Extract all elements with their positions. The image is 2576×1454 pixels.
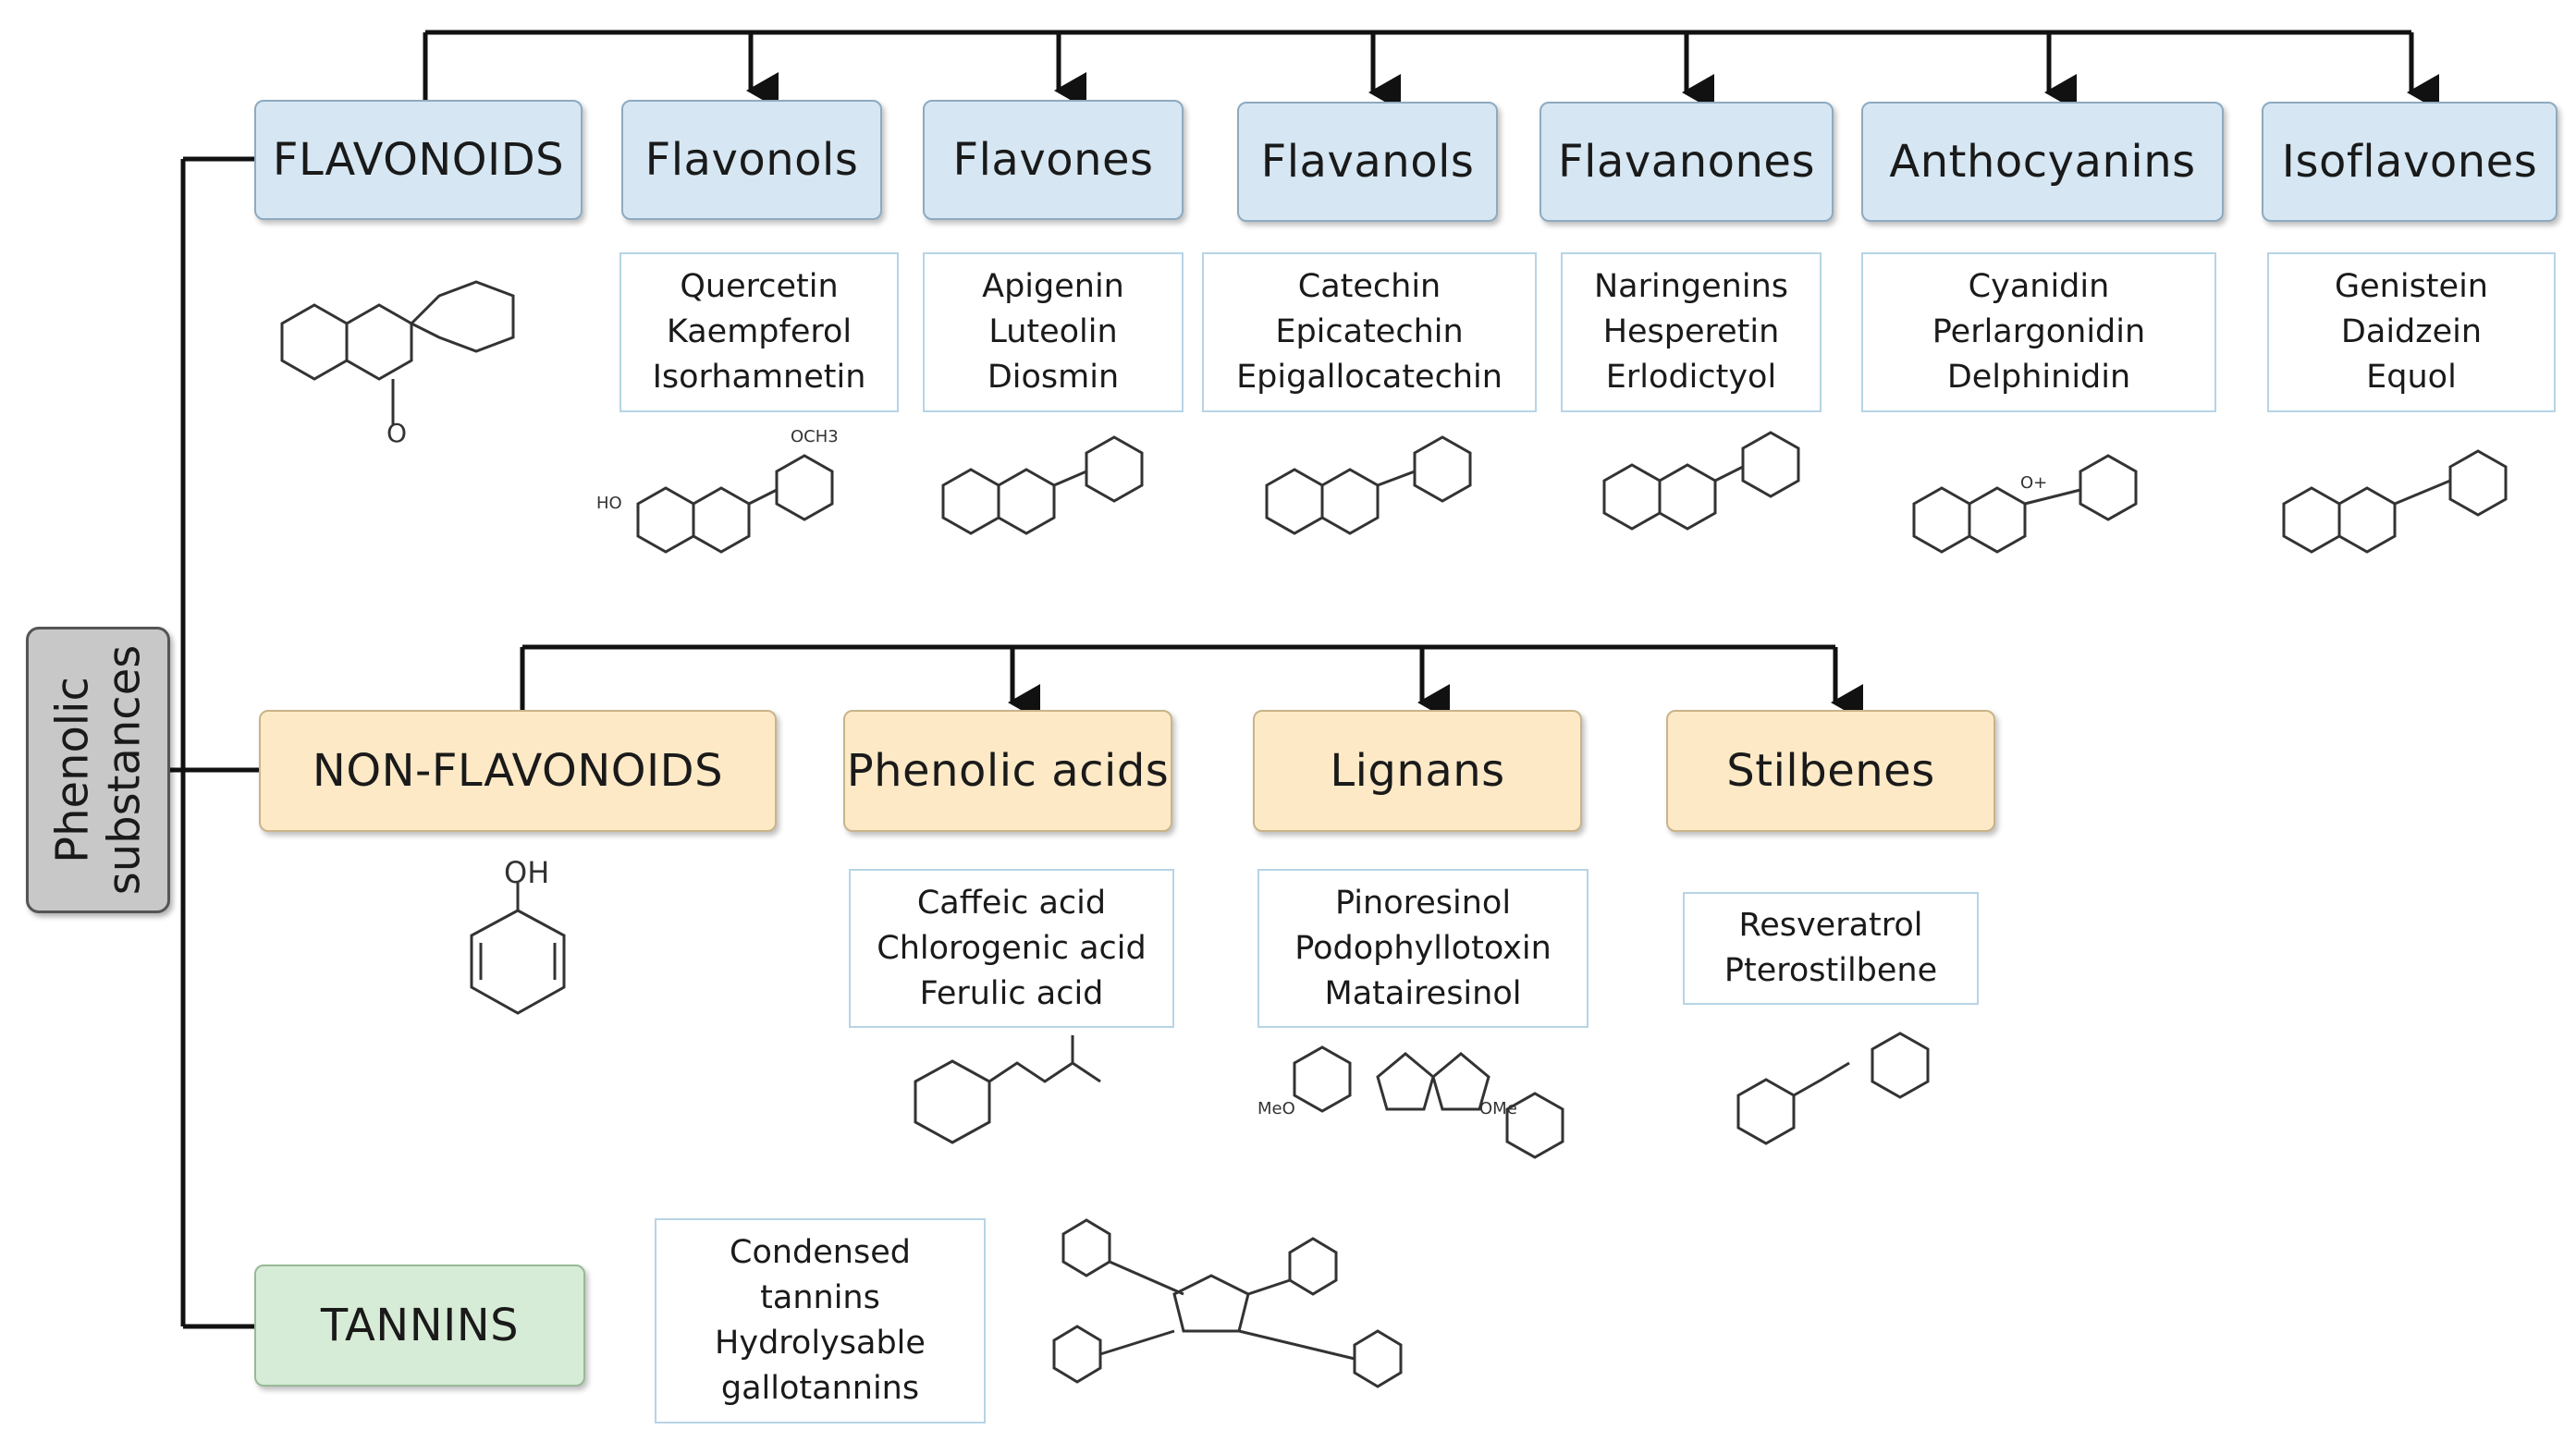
tannins-box: TANNINS — [254, 1265, 585, 1387]
compound-isorhamnetin: Isorhamnetin — [652, 359, 866, 396]
flavanols-compounds: Catechin Epicatechin Epigallocatechin — [1202, 252, 1537, 412]
root-label-line1: Phenolic — [46, 677, 98, 863]
compound-perlargonidin: Perlargonidin — [1932, 313, 2146, 350]
flavones-compounds: Apigenin Luteolin Diosmin — [923, 252, 1184, 412]
compound-resveratrol: Resveratrol — [1738, 907, 1923, 944]
compound-diosmin: Diosmin — [987, 359, 1120, 396]
compound-ferulic-acid: Ferulic acid — [919, 974, 1104, 1012]
compound-luteolin: Luteolin — [988, 313, 1118, 350]
flavonols-box: Flavonols — [621, 100, 882, 220]
anthocyanins-box: Anthocyanins — [1861, 102, 2224, 222]
isoflavones-box: Isoflavones — [2262, 102, 2558, 222]
compound-hydrolysable: Hydrolysable — [715, 1325, 926, 1362]
compound-quercetin: Quercetin — [680, 268, 839, 305]
compound-catechin: Catechin — [1297, 268, 1441, 305]
flavonoids-box: FLAVONOIDS — [254, 100, 583, 220]
compound-apigenin: Apigenin — [982, 268, 1124, 305]
lignans-compounds: Pinoresinol Podophyllotoxin Matairesinol — [1257, 869, 1589, 1028]
flavonols-compounds: Quercetin Kaempferol Isorhamnetin — [619, 252, 899, 412]
non-flavonoids-box: NON-FLAVONOIDS — [259, 710, 777, 832]
flavanones-compounds: Naringenins Hesperetin Erlodictyol — [1561, 252, 1822, 412]
compound-erlodictyol: Erlodictyol — [1605, 359, 1777, 396]
root-phenolic-substances: Phenolic substances — [26, 627, 170, 913]
anthocyanins-compounds: Cyanidin Perlargonidin Delphinidin — [1861, 252, 2216, 412]
compound-delphinidin: Delphinidin — [1946, 359, 2131, 396]
flavanols-box: Flavanols — [1237, 102, 1498, 222]
compound-matairesinol: Matairesinol — [1324, 974, 1522, 1012]
stilbenes-box: Stilbenes — [1666, 710, 1995, 832]
compound-naringenins: Naringenins — [1594, 268, 1788, 305]
compound-gallotannins: gallotannins — [720, 1370, 920, 1407]
compound-pinoresinol: Pinoresinol — [1334, 884, 1512, 922]
root-label-line2: substances — [98, 644, 150, 896]
isoflavones-compounds: Genistein Daidzein Equol — [2267, 252, 2556, 412]
flavones-box: Flavones — [923, 100, 1184, 220]
compound-pterostilbene: Pterostilbene — [1723, 952, 1938, 989]
phenolic-acids-compounds: Caffeic acid Chlorogenic acid Ferulic ac… — [849, 869, 1174, 1028]
compound-epicatechin: Epicatechin — [1275, 313, 1464, 350]
compound-genistein: Genistein — [2335, 268, 2488, 305]
compound-podophyllotoxin: Podophyllotoxin — [1294, 929, 1552, 967]
stilbenes-compounds: Resveratrol Pterostilbene — [1683, 892, 1979, 1005]
compound-epigallocatechin: Epigallocatechin — [1236, 359, 1503, 396]
tannins-compounds: Condensed tannins Hydrolysable gallotann… — [655, 1218, 986, 1423]
lignans-box: Lignans — [1253, 710, 1582, 832]
compound-hesperetin: Hesperetin — [1602, 313, 1780, 350]
phenolic-acids-box: Phenolic acids — [843, 710, 1172, 832]
compound-equol: Equol — [2366, 359, 2457, 396]
compound-tannins: tannins — [760, 1279, 880, 1316]
compound-kaempferol: Kaempferol — [666, 313, 853, 350]
compound-chlorogenic-acid: Chlorogenic acid — [877, 929, 1147, 967]
compound-condensed: Condensed — [730, 1234, 911, 1271]
compound-caffeic-acid: Caffeic acid — [916, 884, 1107, 922]
flavanones-box: Flavanones — [1539, 102, 1834, 222]
compound-cyanidin: Cyanidin — [1968, 268, 2110, 305]
compound-daidzein: Daidzein — [2340, 313, 2483, 350]
